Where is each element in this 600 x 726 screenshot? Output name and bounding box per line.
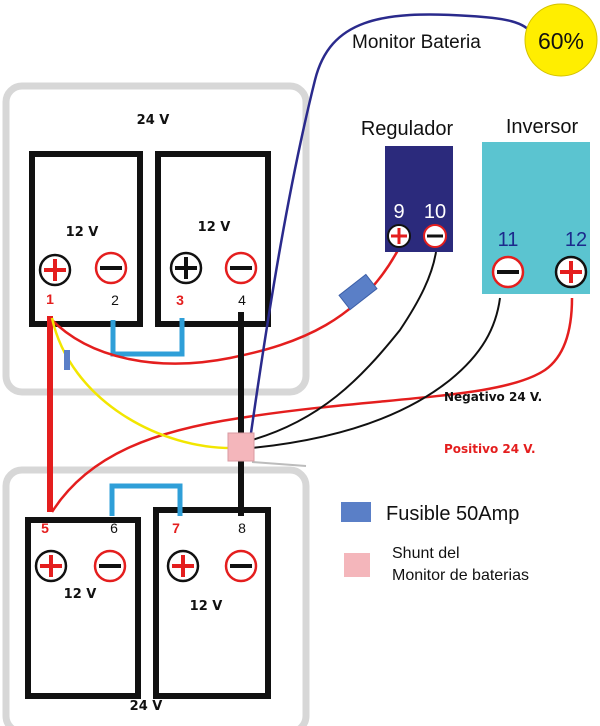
- battery-4-minus-icon: [224, 549, 258, 583]
- inversor-terminal-11: 11: [498, 229, 519, 251]
- top-bank-voltage: 24 V: [137, 113, 170, 128]
- battery-1-minus-icon: [94, 251, 128, 285]
- terminal-label-3: 3: [176, 292, 184, 308]
- regulador-terminal-9: 9: [393, 201, 404, 223]
- fuse-small: [64, 350, 70, 370]
- black-wire-shunt-inversor: [251, 297, 501, 449]
- monitor-gauge: [524, 3, 598, 77]
- battery-2-plus-icon: [169, 251, 203, 285]
- negativo-label: Negativo 24 V.: [444, 390, 542, 404]
- battery-2: [155, 151, 271, 327]
- positivo-label: Positivo 24 V.: [444, 442, 536, 456]
- regulador-minus-icon: [423, 224, 447, 248]
- legend-fuse-swatch: [341, 502, 371, 522]
- battery-2-voltage: 12 V: [198, 220, 231, 235]
- yellow-wire-1-shunt: [50, 317, 237, 450]
- bridge-6-7: [109, 483, 183, 516]
- bridge-2-3: [110, 318, 185, 357]
- battery-4-plus-icon: [166, 549, 200, 583]
- monitor-percent: 60%: [538, 28, 584, 54]
- red-wire-5-inversor: [50, 297, 574, 513]
- legend-shunt-line2: Monitor de baterias: [392, 567, 529, 584]
- terminal-label-6: 6: [110, 520, 118, 536]
- black-wire-shunt-regulador: [251, 251, 437, 441]
- battery-3-voltage: 12 V: [64, 587, 97, 602]
- legend-shunt-line1: Shunt del: [392, 545, 460, 562]
- battery-3: [25, 517, 141, 699]
- terminal-label-2: 2: [111, 292, 119, 308]
- monitor-label: Monitor Bateria: [352, 32, 481, 53]
- terminal-label-8: 8: [238, 520, 246, 536]
- terminal-label-1: 1: [46, 291, 54, 307]
- legend-shunt-swatch: [344, 553, 370, 577]
- shunt: [227, 432, 255, 462]
- inversor-plus-icon: [554, 255, 588, 289]
- fuse-main: [338, 273, 378, 311]
- battery-3-plus-icon: [34, 549, 68, 583]
- black-wire-shunt-out: [251, 461, 307, 467]
- regulador-terminal-10: 10: [424, 201, 446, 223]
- battery-4: [153, 507, 271, 699]
- battery-2-minus-icon: [224, 251, 258, 285]
- inversor-title: Inversor: [506, 116, 579, 138]
- battery-1-voltage: 12 V: [66, 225, 99, 240]
- battery-1-plus-icon: [38, 253, 72, 287]
- inversor-minus-icon: [491, 255, 525, 289]
- regulador-plus-icon: [387, 224, 411, 248]
- bottom-bank-voltage: 24 V: [130, 699, 163, 714]
- terminal-label-5: 5: [41, 520, 49, 536]
- monitor-wire: [248, 13, 534, 441]
- terminal-label-7: 7: [172, 520, 180, 536]
- legend-fuse-label: Fusible 50Amp: [386, 503, 519, 525]
- inversor-terminal-12: 12: [565, 229, 587, 251]
- battery-4-voltage: 12 V: [190, 599, 223, 614]
- regulador-title: Regulador: [361, 118, 454, 140]
- battery-1: [29, 151, 143, 327]
- battery-3-minus-icon: [93, 549, 127, 583]
- terminal-label-4: 4: [238, 292, 246, 308]
